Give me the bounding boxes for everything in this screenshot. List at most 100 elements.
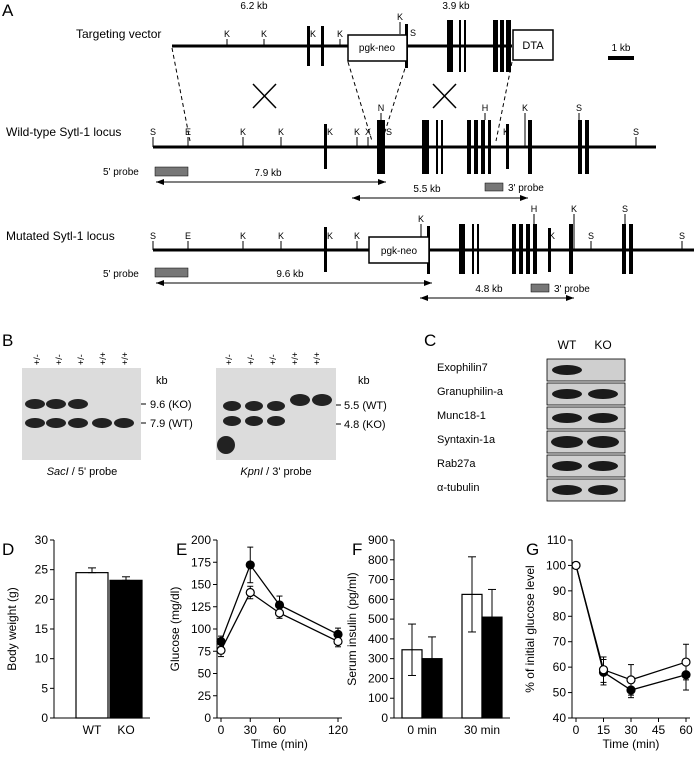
exon xyxy=(324,124,327,169)
y-tick-label: 800 xyxy=(368,553,388,567)
western-row: Munc18-1 xyxy=(437,406,626,430)
y-tick-label: 400 xyxy=(368,632,388,646)
svg-text:+/+: +/+ xyxy=(120,352,130,365)
western-row: α-tubulin xyxy=(437,478,626,502)
site-k: K xyxy=(278,127,284,137)
x-tick-label: KO xyxy=(117,723,134,737)
svg-text:+/-: +/- xyxy=(76,354,86,365)
targeting-vector: Targeting vector 6.2 kb 3.9 kb pgk-neo D… xyxy=(76,1,634,72)
x-tick-label: 45 xyxy=(652,723,666,737)
dta-label: DTA xyxy=(522,40,544,52)
band xyxy=(588,461,618,471)
svg-text:+/-: +/- xyxy=(32,354,42,365)
southern-blot-saci xyxy=(22,368,141,460)
exon xyxy=(447,20,453,72)
exon xyxy=(464,20,466,72)
site-k: K xyxy=(278,231,284,241)
bar xyxy=(109,579,143,719)
fragment-label: 7.9 kb xyxy=(254,168,282,179)
probe-3 xyxy=(484,182,504,192)
series-line xyxy=(220,563,339,642)
y-tick-label: 175 xyxy=(191,555,211,569)
site-s: S xyxy=(633,127,639,137)
x-tick-label: 30 min xyxy=(464,723,500,737)
probe-3-label: 3' probe xyxy=(508,183,544,194)
x-axis-label: Time (min) xyxy=(603,737,660,751)
exon xyxy=(307,26,310,66)
site-k: K xyxy=(397,12,403,22)
exon xyxy=(519,224,523,274)
band-label: 9.6 (KO) xyxy=(150,399,192,411)
exon xyxy=(477,224,479,274)
exon xyxy=(548,228,551,272)
x-tick-label: 0 xyxy=(218,723,225,737)
y-tick-label: 50 xyxy=(198,667,212,681)
crossover-x xyxy=(252,83,457,109)
probe-5 xyxy=(154,166,189,177)
site-e: E xyxy=(185,127,191,137)
protein-label: Syntaxin-1a xyxy=(437,434,496,446)
x-tick-label: 60 xyxy=(273,723,287,737)
site-k: K xyxy=(327,231,333,241)
y-tick-label: 70 xyxy=(553,635,567,649)
y-tick-label: 5 xyxy=(41,681,48,695)
site-k: K xyxy=(418,214,424,224)
y-axis-label: Serum insulin (pg/ml) xyxy=(345,572,359,685)
exon xyxy=(422,120,429,174)
site-x: X xyxy=(365,127,371,137)
blot-caption: SacI / 5' probe xyxy=(47,466,118,478)
site-k: K xyxy=(240,231,246,241)
exon xyxy=(488,120,491,174)
pgk-neo-box xyxy=(347,34,408,62)
panel-label-a: A xyxy=(2,1,14,20)
y-tick-label: 100 xyxy=(191,622,211,636)
protein-label: Munc18-1 xyxy=(437,410,486,422)
protein-label: Exophilin7 xyxy=(437,362,488,374)
exon xyxy=(459,20,461,72)
svg-text:+/-: +/- xyxy=(54,354,64,365)
size-label-right: 3.9 kb xyxy=(442,1,470,12)
exon xyxy=(459,224,465,274)
data-point xyxy=(245,560,255,570)
y-tick-label: 50 xyxy=(553,686,567,700)
y-tick-label: 30 xyxy=(35,533,49,547)
protein-label: α-tubulin xyxy=(437,482,479,494)
site-k: K xyxy=(571,204,577,214)
svg-text:+/-: +/- xyxy=(246,354,256,365)
exon xyxy=(629,224,633,274)
panel-label-f: F xyxy=(352,540,362,559)
y-axis-label: % of initial glucose level xyxy=(523,565,537,692)
series-line xyxy=(220,591,339,651)
y-tick-label: 500 xyxy=(368,612,388,626)
exon xyxy=(533,224,537,274)
y-tick-label: 20 xyxy=(35,592,49,606)
exon xyxy=(324,227,327,272)
x-tick-label: 0 xyxy=(573,723,580,737)
genotype-labels-right: +/- +/- +/- +/+ +/+ xyxy=(224,352,322,365)
y-tick-label: 0 xyxy=(204,711,211,725)
y-tick-label: 100 xyxy=(546,558,566,572)
panel-label-d: D xyxy=(2,540,14,559)
homology-dashed-lines xyxy=(171,47,513,142)
data-point xyxy=(274,608,285,618)
band xyxy=(588,389,618,399)
x-tick-label: WT xyxy=(83,723,102,737)
western-row: Exophilin7 xyxy=(437,358,626,382)
y-tick-label: 110 xyxy=(547,533,566,547)
exon xyxy=(506,20,511,72)
x-tick-label: 0 min xyxy=(407,723,436,737)
protein-label: Rab27a xyxy=(437,458,476,470)
exon xyxy=(506,124,509,169)
exon xyxy=(481,120,485,174)
size-label-left: 6.2 kb xyxy=(240,1,268,12)
exon xyxy=(578,120,582,174)
svg-text:+/-: +/- xyxy=(268,354,278,365)
probe-3-label: 3' probe xyxy=(554,284,590,295)
exon xyxy=(500,20,504,72)
series-line xyxy=(575,565,687,681)
x-tick-label: 60 xyxy=(679,723,693,737)
